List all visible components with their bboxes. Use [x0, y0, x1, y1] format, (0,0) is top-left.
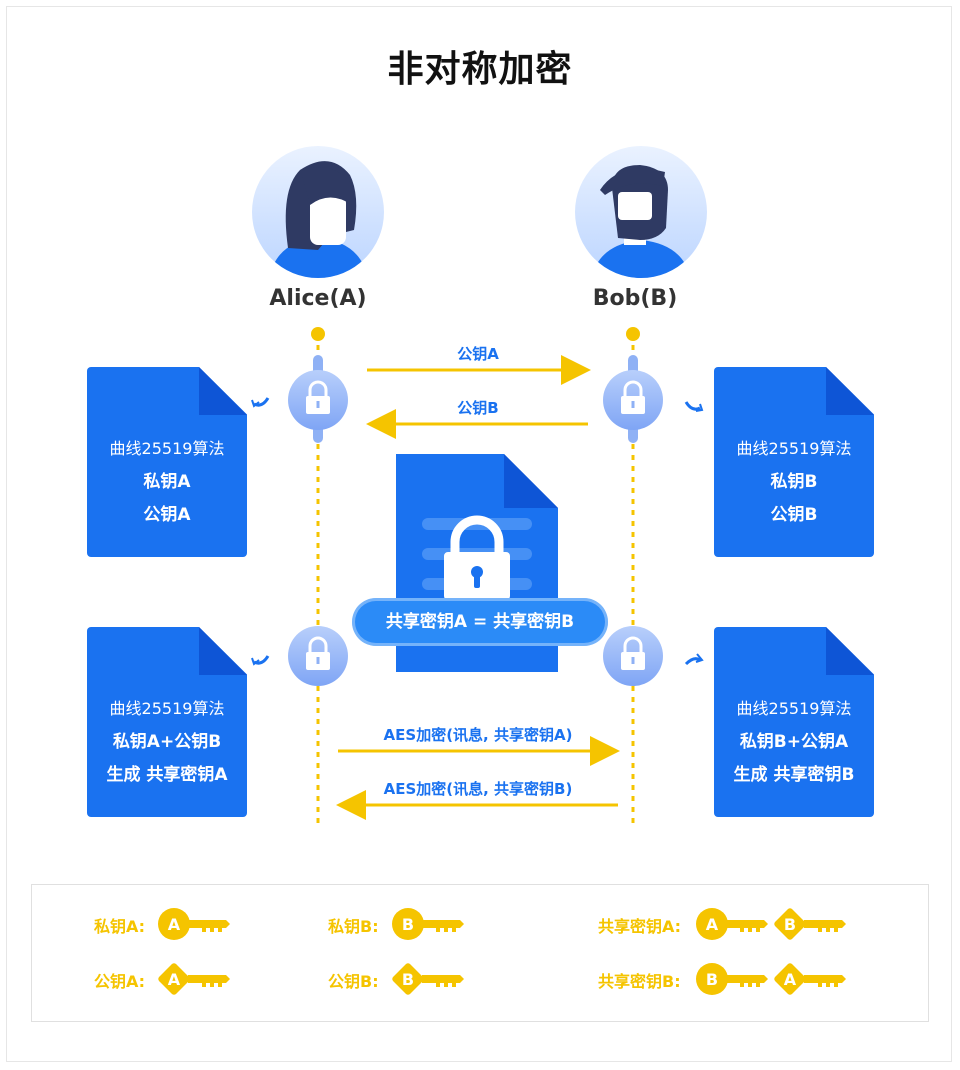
- svg-text:B: B: [706, 970, 718, 989]
- doc-alice-shared-text: 曲线25519算法 私钥A+公钥B 生成 共享密钥A: [106, 699, 228, 785]
- legend-label-shared-b: 共享密钥B:: [598, 972, 681, 991]
- legend-label-pub-a: 公钥A:: [94, 972, 146, 991]
- shared-key-banner: 共享密钥A = 共享密钥B: [352, 598, 608, 646]
- curved-arrow-icons: [251, 397, 704, 666]
- key-icon-shared-a-1: A: [696, 908, 768, 940]
- page-title: 非对称加密: [387, 49, 573, 90]
- label-pubkey-a: 公钥A: [457, 345, 499, 363]
- key-icon-shared-b-1: B: [696, 963, 768, 995]
- alice-avatar: [252, 146, 384, 278]
- svg-text:A: A: [168, 970, 181, 989]
- key-icon-pub-a: A: [158, 963, 230, 995]
- alice-lock-top-icon: [288, 355, 348, 443]
- legend-label-pub-b: 公钥B:: [328, 972, 379, 991]
- label-aes-a: AES加密(讯息, 共享密钥A): [383, 726, 573, 744]
- key-icon-shared-a-2: B: [774, 908, 846, 940]
- bob-avatar: [575, 146, 707, 278]
- alice-name: Alice(A): [269, 286, 367, 311]
- legend-box: [31, 884, 929, 1022]
- alice-lock-bottom-icon: [288, 626, 348, 686]
- key-icon-priv-a: A: [158, 908, 230, 940]
- key-icon-shared-b-2: A: [774, 963, 846, 995]
- doc-bob-keys-text: 曲线25519算法 私钥B 公钥B: [736, 439, 852, 525]
- svg-text:A: A: [784, 970, 797, 989]
- svg-text:A: A: [706, 915, 719, 934]
- bob-lock-top-icon: [603, 355, 663, 443]
- doc-alice-keys-text: 曲线25519算法 私钥A 公钥A: [109, 439, 225, 525]
- label-aes-b: AES加密(讯息, 共享密钥B): [383, 780, 573, 798]
- svg-text:B: B: [402, 915, 414, 934]
- bob-lock-bottom-icon: [603, 626, 663, 686]
- diagram-frame: [6, 6, 952, 1062]
- svg-text:B: B: [402, 970, 414, 989]
- doc-bob-shared-text: 曲线25519算法 私钥B+公钥A 生成 共享密钥B: [733, 699, 855, 785]
- label-pubkey-b: 公钥B: [457, 399, 499, 417]
- svg-text:A: A: [168, 915, 181, 934]
- legend-label-priv-a: 私钥A:: [94, 917, 146, 936]
- legend-label-shared-a: 共享密钥A:: [598, 917, 682, 936]
- legend-label-priv-b: 私钥B:: [328, 917, 379, 936]
- key-icon-priv-b: B: [392, 908, 464, 940]
- svg-text:B: B: [784, 915, 796, 934]
- bob-name: Bob(B): [592, 286, 678, 311]
- key-icon-pub-b: B: [392, 963, 464, 995]
